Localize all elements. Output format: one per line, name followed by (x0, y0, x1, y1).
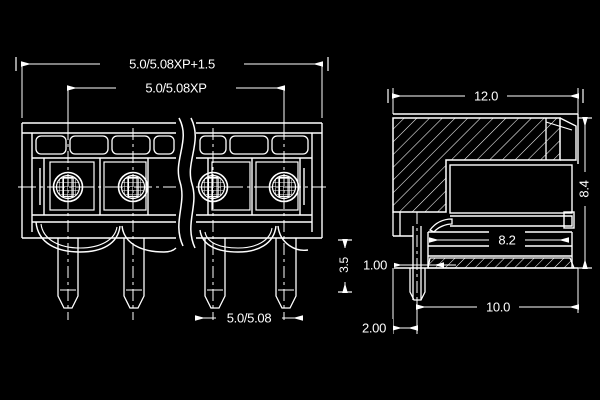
dim-pitch-label: 5.0/5.08 (227, 310, 272, 325)
dim-body-height-label: 8.4 (576, 180, 591, 197)
dimension-inner-depth: 8.2 (429, 231, 569, 249)
dim-body-depth-label: 12.0 (474, 88, 498, 103)
dim-base-depth-label: 10.0 (486, 299, 510, 314)
dim-pin-length-label: 3.5 (337, 256, 351, 272)
dim-inner-depth-label: 8.2 (498, 232, 515, 247)
dim-overall-width-label: 5.0/5.08XP+1.5 (129, 56, 215, 71)
side-section-view (392, 113, 579, 312)
dimension-pin-offset: 2.00 (355, 268, 418, 337)
pin-group (57, 238, 297, 309)
dimension-pin-length: 3.5 (337, 239, 354, 293)
break-line (177, 117, 196, 249)
dim-pin-diameter-label: 1.00 (363, 257, 387, 272)
dimension-body-height: 8.4 (576, 117, 594, 269)
dimension-overall-width: 5.0/5.08XP+1.5 (15, 55, 329, 73)
dimension-pin-diameter: 1.00 (356, 256, 456, 274)
front-view (18, 117, 326, 320)
dimension-pin-span: 5.0/5.08XP (67, 79, 285, 97)
dimension-base-depth: 10.0 (416, 268, 579, 316)
dimension-body-depth: 12.0 (387, 87, 584, 114)
dim-pin-span-label: 5.0/5.08XP (145, 80, 206, 95)
dim-pin-offset-label: 2.00 (362, 320, 386, 335)
dimension-pitch: 5.0/5.08 (195, 309, 303, 327)
